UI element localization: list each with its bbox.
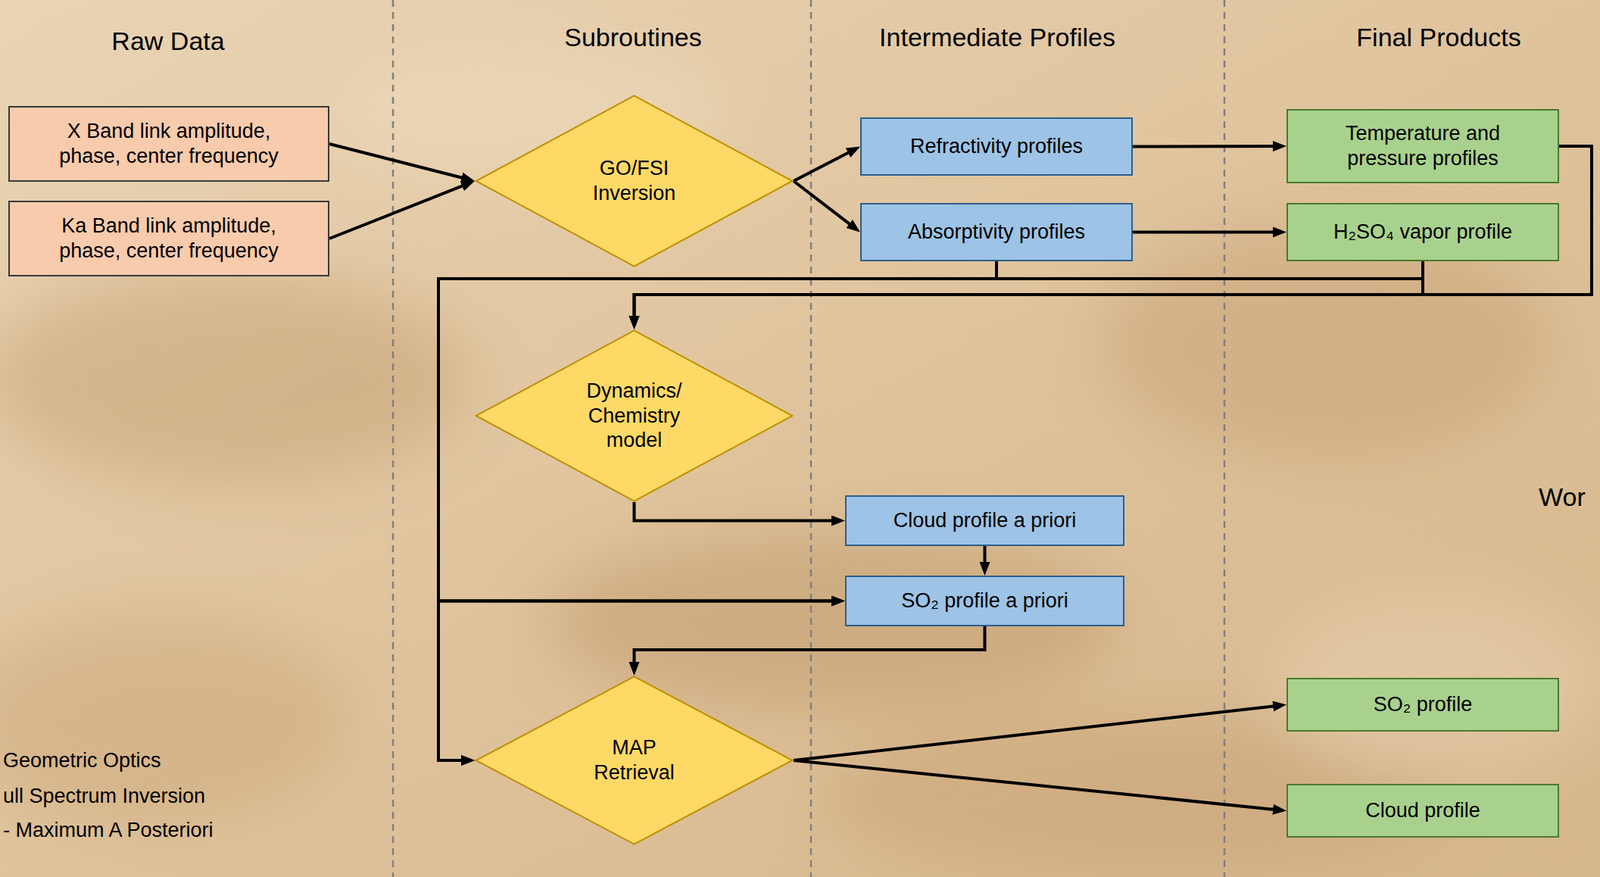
node-text: SO₂ profile [1373,692,1473,718]
abbreviation-note: - Maximum A Posteriori [3,817,214,843]
text-holder: Ka Band link amplitude, phase, center fr… [40,213,298,264]
node-text: Dynamics/ Chemistry model [577,378,692,454]
text-holder: Cloud profile a priori [893,508,1077,534]
text-holder: GO/FSI Inversion [577,155,692,206]
flow-arrow [634,626,986,671]
product-box: SO₂ profile [1286,677,1560,732]
flow-arrow [983,545,987,571]
node-text: GO/FSI Inversion [577,155,692,206]
node-text: MAP Retrieval [577,735,692,786]
flow-arrow [1132,230,1282,234]
decision-diamond: Dynamics/ Chemistry model [474,329,794,503]
text-holder: Dynamics/ Chemistry model [577,378,692,454]
column-header: Raw Data [111,25,225,57]
flow-arrow [793,704,1282,761]
abbreviation-note: Geometric Optics [3,748,162,773]
flow-arrow [634,502,842,521]
flow-arrow [634,261,1424,325]
node-text: Refractivity profiles [910,134,1083,160]
text-holder: Cloud profile [1365,798,1481,824]
node-text: Temperature and pressure profiles [1324,121,1522,172]
profile-box: SO₂ profile a priori [845,575,1125,627]
flow-arrow [438,261,997,602]
text-holder: Temperature and pressure profiles [1324,121,1522,172]
node-text: Absorptivity profiles [907,219,1086,245]
node-text: Cloud profile [1365,798,1481,824]
node-text: H₂SO₄ vapor profile [1333,219,1513,245]
flow-arrow [438,261,1423,602]
profile-box: Absorptivity profiles [860,202,1133,262]
flow-arrow [793,760,1282,811]
flow-arrow [1132,144,1282,149]
cut-off-text: Wor [1538,481,1586,513]
flow-arrow [329,182,471,239]
text-holder: SO₂ profile [1373,692,1473,718]
flow-arrow [793,148,857,181]
data-box: X Band link amplitude, phase, center fre… [8,106,330,182]
product-box: Temperature and pressure profiles [1286,109,1560,184]
decision-diamond: MAP Retrieval [474,675,794,846]
column-header: Subroutines [564,21,702,54]
column-header: Intermediate Profiles [879,21,1116,54]
product-box: Cloud profile [1286,783,1560,838]
text-holder: X Band link amplitude, phase, center fre… [40,118,298,169]
text-holder: H₂SO₄ vapor profile [1333,219,1513,245]
profile-box: Refractivity profiles [860,117,1133,176]
product-box: H₂SO₄ vapor profile [1286,202,1560,262]
node-text: Cloud profile a priori [893,508,1077,534]
column-header: Final Products [1356,21,1521,54]
text-holder: Absorptivity profiles [907,219,1086,245]
text-holder: SO₂ profile a priori [901,588,1069,614]
abbreviation-note: ull Spectrum Inversion [3,783,206,808]
terrain-texture [0,45,1600,877]
diamond-outline [474,94,794,268]
text-holder: Refractivity profiles [910,134,1083,160]
diamond-outline [474,675,794,846]
flow-arrow [438,261,1423,761]
column-divider [392,0,1225,877]
node-text: X Band link amplitude, phase, center fre… [40,118,298,169]
flow-arrow [793,180,857,230]
node-text: Ka Band link amplitude, phase, center fr… [40,213,298,264]
profile-box: Cloud profile a priori [845,495,1125,546]
flow-arrow [329,143,471,181]
data-box: Ka Band link amplitude, phase, center fr… [8,200,330,277]
decision-diamond: GO/FSI Inversion [474,94,794,268]
text-holder: MAP Retrieval [577,735,692,786]
node-text: SO₂ profile a priori [901,588,1069,614]
